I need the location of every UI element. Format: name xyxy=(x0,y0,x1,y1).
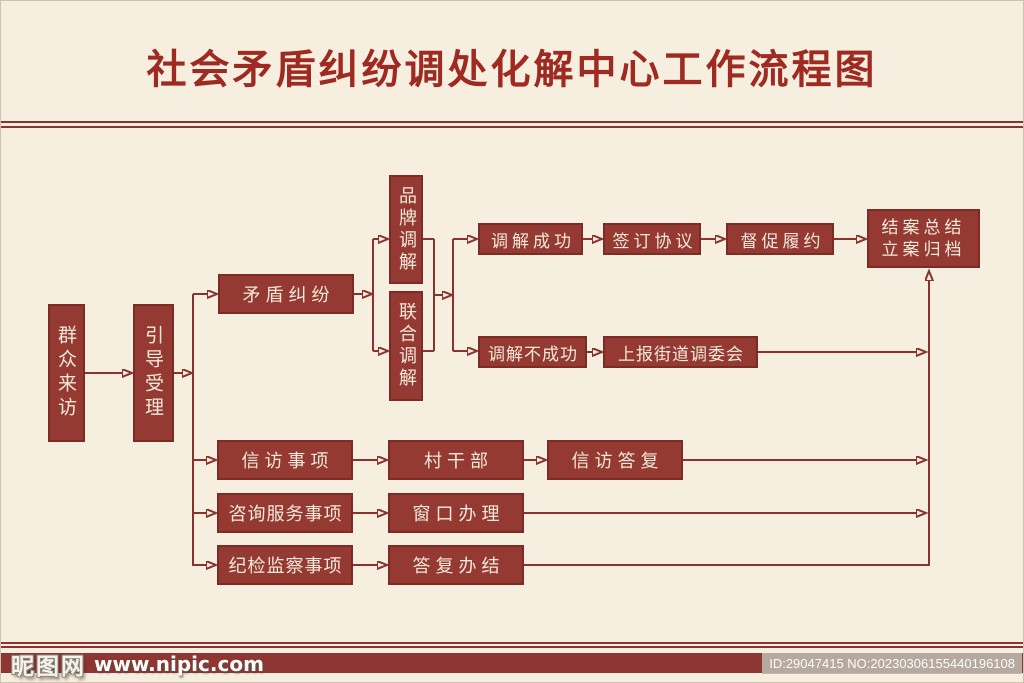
node-label: 群众来访 xyxy=(55,325,77,421)
node-label: 调解成功 xyxy=(491,231,575,252)
flow-node-brand-mediation: 品牌调解 xyxy=(389,175,423,284)
flow-node-village-cadre: 村干部 xyxy=(388,440,524,480)
flow-node-consult-service-matters: 咨询服务事项 xyxy=(217,493,353,533)
flow-node-mediation-success: 调解成功 xyxy=(478,223,583,255)
flow-node-discipline-inspection-matters: 纪检监察事项 xyxy=(217,545,353,585)
title-divider-line-2 xyxy=(1,126,1023,128)
node-label: 纪检监察事项 xyxy=(228,556,343,577)
node-label: 矛盾纠纷 xyxy=(242,285,335,306)
flow-node-visitors: 群众来访 xyxy=(48,304,85,442)
flow-node-mediation-fail: 调解不成功 xyxy=(478,336,587,368)
node-label: 答复办结 xyxy=(412,556,505,577)
node-label: 村干部 xyxy=(424,451,493,472)
node-label: 调解不成功 xyxy=(488,344,578,365)
flow-node-reply-complete: 答复办结 xyxy=(388,545,524,585)
node-label: 引导受理 xyxy=(142,325,164,421)
flow-node-case-closing: 结案总结 立案归档 xyxy=(867,209,980,268)
node-label: 信访答复 xyxy=(571,451,664,472)
flow-node-report-street-committee: 上报街道调委会 xyxy=(603,336,758,368)
page-title: 社会矛盾纠纷调处化解中心工作流程图 xyxy=(146,47,878,93)
node-label-line1: 结案总结 xyxy=(881,217,966,238)
flow-node-petition-matters: 信访事项 xyxy=(217,440,353,480)
footer-divider-line-2 xyxy=(1,646,1023,648)
node-label: 签订协议 xyxy=(612,231,697,252)
node-label: 联合调解 xyxy=(396,302,417,390)
watermark-site-name: 昵图网 xyxy=(11,654,86,680)
node-label: 上报街道调委会 xyxy=(618,344,744,365)
flow-node-supervise-performance: 督促履约 xyxy=(726,223,834,255)
flow-node-guide-acceptance: 引导受理 xyxy=(133,304,174,442)
node-label-line2: 立案归档 xyxy=(881,239,966,260)
flow-node-sign-agreement: 签订协议 xyxy=(603,223,701,255)
flow-node-joint-mediation: 联合调解 xyxy=(389,291,423,401)
watermark: 昵图网 www.nipic.com xyxy=(11,649,264,680)
node-label: 信访事项 xyxy=(241,451,334,472)
flow-node-window-handling: 窗口办理 xyxy=(388,493,524,533)
flow-node-dispute: 矛盾纠纷 xyxy=(218,274,354,314)
watermark-site-url: www.nipic.com xyxy=(94,652,264,676)
title-divider-line-1 xyxy=(1,121,1023,123)
image-id-badge: ID:29047415 NO:20230306155440196108 xyxy=(762,653,1022,674)
node-label: 督促履约 xyxy=(740,231,825,252)
footer-divider-line-1 xyxy=(1,642,1023,644)
node-label: 品牌调解 xyxy=(396,185,417,274)
flow-node-petition-reply: 信访答复 xyxy=(547,440,683,480)
node-label: 窗口办理 xyxy=(412,504,505,525)
node-label: 咨询服务事项 xyxy=(228,504,343,525)
